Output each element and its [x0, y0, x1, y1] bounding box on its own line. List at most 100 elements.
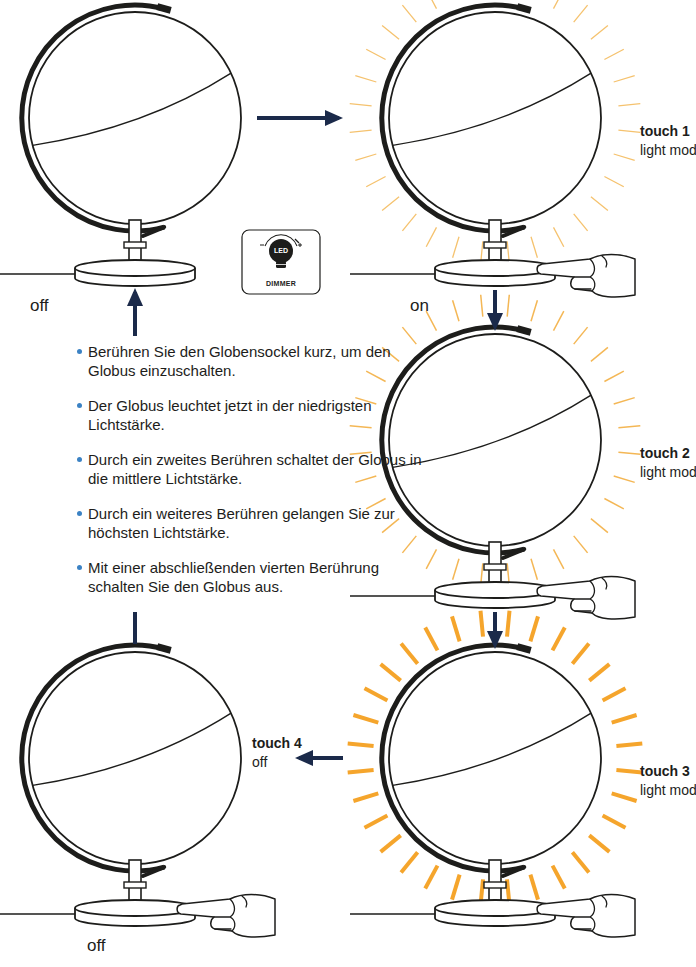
ring-clip — [503, 227, 524, 236]
light-ray — [604, 499, 623, 509]
stand-collar — [124, 882, 146, 888]
flow-arrow — [493, 290, 497, 327]
light-ray — [591, 25, 608, 39]
touch-label: touch 1 — [640, 122, 690, 140]
light-ray — [402, 327, 416, 344]
light-ray — [353, 715, 378, 723]
light-ray — [425, 866, 437, 889]
state-label: off — [252, 753, 267, 771]
globe-sphere — [389, 652, 601, 864]
light-ray — [381, 664, 401, 681]
light-ray — [402, 536, 416, 553]
touch-label: touch 3 — [640, 762, 690, 780]
state-label: off — [87, 936, 106, 956]
globe-line — [393, 395, 591, 467]
light-ray — [531, 300, 537, 321]
light-ray — [530, 875, 538, 900]
light-ray — [589, 835, 609, 852]
bulb-glass — [269, 239, 293, 263]
power-cord — [350, 273, 436, 275]
flow-arrow — [257, 116, 339, 120]
socket-ridge — [276, 264, 286, 265]
light-ray — [382, 197, 399, 211]
light-ray — [618, 130, 640, 132]
globe-base-top — [435, 582, 555, 598]
ring-clip — [156, 3, 171, 13]
light-ray — [572, 852, 589, 872]
ring-clip — [143, 867, 164, 876]
ring-clip — [516, 3, 531, 13]
meridian-ring — [22, 5, 164, 231]
ring-clip — [503, 549, 524, 558]
mode-label: light mode 3 — [640, 781, 696, 799]
light-ray — [603, 816, 626, 828]
globe-sphere — [29, 652, 241, 864]
ring-clip — [516, 325, 531, 335]
light-ray — [355, 76, 376, 82]
light-ray — [507, 295, 509, 317]
ring-clip — [143, 227, 164, 236]
instruction-text: Berühren Sie den Globensockel kurz, um d… — [88, 342, 433, 380]
state-label: on — [410, 296, 429, 316]
light-ray — [554, 0, 564, 9]
light-ray — [348, 770, 374, 773]
state-label: off — [30, 296, 49, 316]
touch-label: touch 4 — [252, 734, 302, 752]
light-ray — [481, 295, 483, 317]
meridian-ring — [382, 645, 524, 871]
globe-illustration — [27, 10, 243, 286]
icon-caption: DIMMER — [242, 279, 320, 288]
light-ray — [382, 25, 399, 39]
minus-mark — [260, 245, 264, 246]
light-ray — [553, 866, 565, 889]
light-ray — [426, 227, 436, 246]
icon-text: LED — [269, 247, 293, 255]
globe-base-top — [75, 260, 195, 276]
globe-node: off — [27, 10, 243, 286]
light-ray — [591, 347, 608, 361]
dimmer-arrow — [295, 239, 299, 243]
light-ray — [618, 104, 640, 106]
light-ray — [604, 49, 623, 59]
globe-illustration — [27, 650, 243, 926]
globe-illustration — [387, 10, 603, 286]
light-ray — [574, 5, 588, 22]
bulb-socket — [276, 261, 286, 268]
mode-label: light mode 1 — [640, 141, 696, 159]
light-ray — [614, 398, 635, 404]
instruction-text: Durch ein zweites Berühren schaltet der … — [88, 450, 433, 488]
light-ray — [481, 611, 484, 637]
touch-label: touch 2 — [640, 444, 690, 462]
power-cord — [350, 595, 436, 597]
globe-line — [33, 73, 232, 145]
light-ray — [350, 104, 372, 106]
flow-arrow — [493, 612, 497, 645]
instruction-text: Der Globus leuchtet jetzt in der niedrig… — [88, 396, 433, 434]
light-ray — [402, 5, 416, 22]
light-ray — [530, 616, 538, 641]
light-ray — [453, 300, 459, 321]
power-cord — [0, 913, 76, 915]
light-ray — [616, 770, 642, 773]
light-ray — [572, 644, 589, 664]
light-ray — [350, 130, 372, 132]
light-ray — [366, 371, 385, 381]
light-ray — [589, 664, 609, 681]
icon-frame — [242, 230, 320, 294]
light-ray — [614, 476, 635, 482]
light-ray — [507, 611, 510, 637]
light-ray — [604, 371, 623, 381]
globe-base-top — [435, 900, 555, 916]
light-ray — [401, 644, 418, 664]
stand-collar — [484, 882, 506, 888]
light-ray — [353, 793, 378, 801]
globe-base-top — [435, 260, 555, 276]
globe-node: touch 3light mode 3 — [387, 650, 603, 926]
light-ray — [531, 559, 537, 580]
light-ray — [401, 852, 418, 872]
flow-arrow — [299, 756, 343, 760]
dimmer-icon — [242, 230, 320, 294]
globe-node: touch 4offoff — [27, 650, 243, 926]
light-ray — [453, 237, 459, 258]
light-ray — [574, 536, 588, 553]
